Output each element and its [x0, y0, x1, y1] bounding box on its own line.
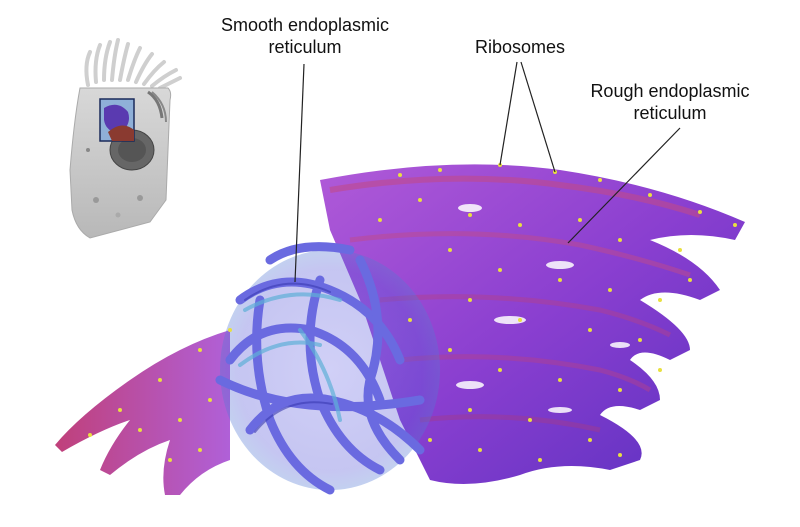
rough-er-label: Rough endoplasmic reticulum: [565, 80, 775, 124]
rough-er-label-line1: Rough endoplasmic: [590, 81, 750, 101]
smooth-er-leader: [294, 63, 305, 283]
rough-er-tail: [55, 330, 230, 495]
ribosome-dots: [88, 163, 737, 462]
smooth-er-label-line2: reticulum: [268, 37, 342, 57]
rough-er-leader: [567, 127, 681, 244]
ribosomes-label: Ribosomes: [470, 36, 570, 58]
cell-inset: [69, 38, 182, 239]
smooth-er: [215, 242, 440, 495]
ribosomes-leader-1: [499, 61, 518, 166]
cilia: [84, 38, 182, 90]
ribosomes-label-text: Ribosomes: [474, 37, 566, 57]
ribosomes-leader-2: [520, 61, 556, 173]
smooth-er-label: Smooth endoplasmic reticulum: [200, 14, 410, 58]
leader-lines: [294, 61, 681, 283]
smooth-er-label-line1: Smooth endoplasmic: [220, 15, 390, 35]
rough-er-label-line2: reticulum: [633, 103, 707, 123]
